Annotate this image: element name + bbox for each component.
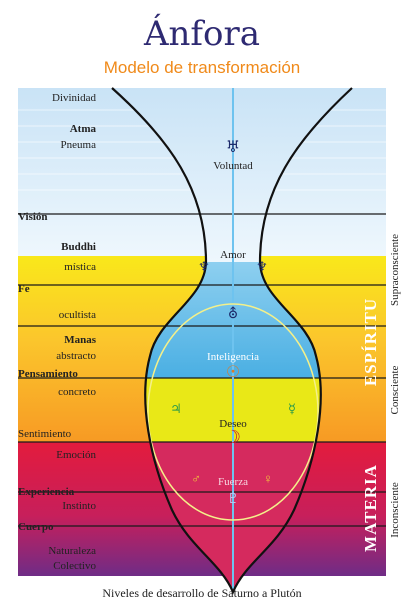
neptune-glyph-left: ♆ bbox=[198, 259, 210, 274]
label-atma: Atma bbox=[70, 123, 97, 135]
label-divinidad: Divinidad bbox=[52, 92, 96, 104]
moon-glyph: ☽ bbox=[225, 427, 241, 447]
label-amor: Amor bbox=[220, 249, 246, 261]
label-emocion: Emoción bbox=[56, 449, 96, 461]
label-mistica: mística bbox=[64, 261, 96, 273]
label-pensamiento: Pensamiento bbox=[18, 368, 78, 380]
label-naturaleza: Naturaleza bbox=[48, 545, 96, 557]
label-vision: Visión bbox=[18, 211, 48, 223]
label-fe: Fe bbox=[18, 283, 30, 295]
caption: Niveles de desarrollo de Saturno a Plutó… bbox=[0, 586, 404, 601]
label-inconsciente: Inconsciente bbox=[389, 482, 401, 538]
label-consciente: Consciente bbox=[389, 365, 401, 414]
label-buddhi: Buddhi bbox=[61, 241, 96, 253]
label-espiritu: ESPÍRITU bbox=[361, 298, 380, 386]
label-manas: Manas bbox=[64, 334, 97, 346]
label-colectivo: Colectivo bbox=[53, 560, 96, 572]
label-materia: MATERIA bbox=[361, 464, 380, 552]
ocultista-glyph: ⛢ bbox=[228, 306, 238, 322]
pluto-glyph: ♇ bbox=[227, 492, 240, 507]
label-sentimiento: Sentimiento bbox=[18, 428, 72, 440]
label-concreto: concreto bbox=[58, 386, 96, 398]
label-inteligencia: Inteligencia bbox=[207, 351, 259, 363]
label-voluntad: Voluntad bbox=[213, 160, 253, 172]
label-deseo: Deseo bbox=[219, 418, 247, 430]
mercury-glyph: ☿ bbox=[288, 401, 296, 416]
label-supraconsciente: Supraconsciente bbox=[389, 234, 401, 306]
jupiter-glyph: ♃ bbox=[170, 401, 182, 416]
sun-glyph: ☉ bbox=[226, 364, 240, 381]
label-cuerpo: Cuerpo bbox=[18, 521, 54, 533]
venus-glyph: ♀ bbox=[263, 471, 273, 486]
label-experiencia: Experiencia bbox=[18, 486, 75, 498]
label-instinto: Instinto bbox=[62, 500, 96, 512]
uranus-glyph: ♅ bbox=[226, 139, 240, 156]
neptune-glyph-right: ♆ bbox=[256, 259, 268, 274]
label-abstracto: abstracto bbox=[56, 350, 96, 362]
mars-glyph: ♂ bbox=[191, 471, 201, 486]
label-pneuma: Pneuma bbox=[61, 139, 97, 151]
label-fuerza: Fuerza bbox=[218, 476, 248, 488]
label-ocultista: ocultista bbox=[59, 309, 96, 321]
